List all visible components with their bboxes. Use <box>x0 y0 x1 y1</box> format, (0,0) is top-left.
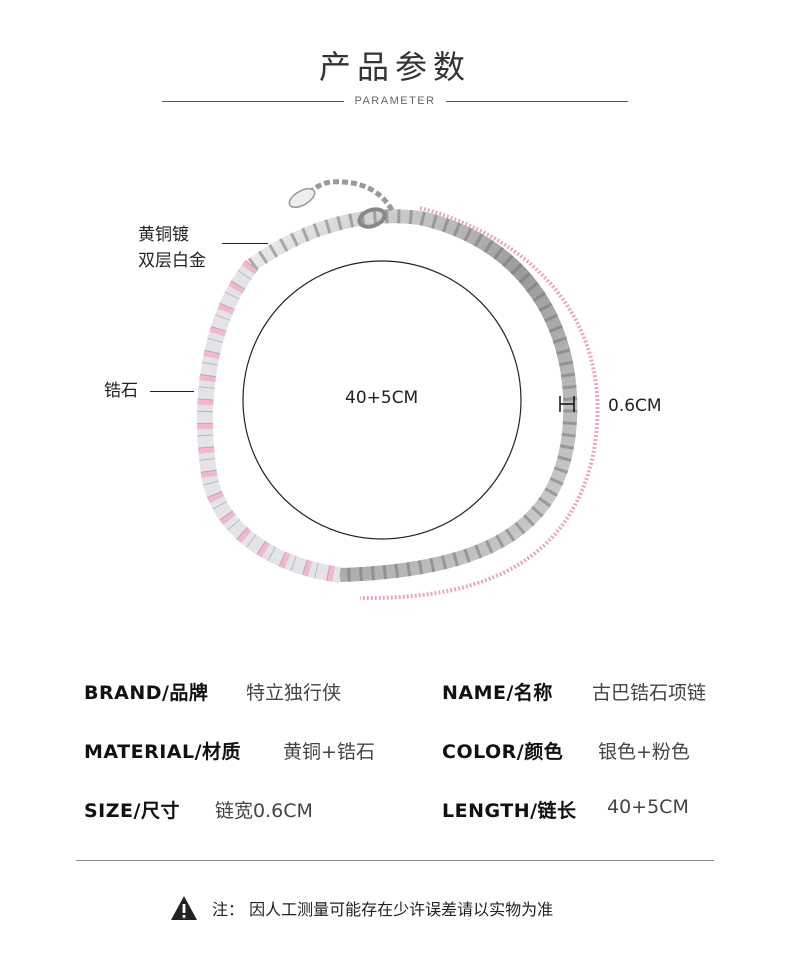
extension-chain <box>308 179 395 212</box>
name-value: 古巴锆石项链 <box>592 682 707 704</box>
footer-divider <box>76 860 714 861</box>
plating-pointer <box>222 243 268 244</box>
pink-tennis-chain <box>359 206 600 601</box>
subtitle: PARAMETER <box>354 95 436 107</box>
stone-label: 锆石 <box>104 381 138 401</box>
necklace-figure <box>197 179 600 601</box>
stone-pointer <box>150 391 194 392</box>
subtitle-right-line <box>445 100 629 102</box>
material-label: MATERIAL/材质 <box>84 741 242 763</box>
subtitle-row: PARAMETER <box>162 92 629 110</box>
cuban-chain-links <box>247 209 578 582</box>
page-title: 产品参数 <box>318 48 471 86</box>
brand-value: 特立独行侠 <box>246 682 342 704</box>
material-value: 黄铜+锆石 <box>283 741 375 763</box>
subtitle-left-line <box>162 100 345 102</box>
size-value: 链宽0.6CM <box>215 800 313 822</box>
circle-length-label: 40+5CM <box>345 388 419 408</box>
plating-label-line1: 黄铜镀 <box>138 225 189 245</box>
length-circle <box>242 260 522 540</box>
plating-label-line2: 双层白金 <box>138 251 206 271</box>
length-label: LENGTH/链长 <box>442 800 577 822</box>
notice-text: 注： 因人工测量可能存在少许误差请以实物为准 <box>212 900 554 919</box>
name-label: NAME/名称 <box>442 682 553 704</box>
chain-width-label: 0.6CM <box>608 396 662 416</box>
brand-label: BRAND/品牌 <box>84 682 209 704</box>
color-label: COLOR/颜色 <box>442 741 564 763</box>
chain-tag <box>288 187 316 209</box>
warning-icon <box>171 896 197 920</box>
color-value: 银色+粉色 <box>598 741 690 763</box>
lobster-clasp <box>357 207 387 229</box>
size-label: SIZE/尺寸 <box>84 800 180 822</box>
zircon-strand <box>197 259 342 583</box>
measurement-notice: 注： 因人工测量可能存在少许误差请以实物为准 <box>170 895 553 921</box>
length-value: 40+5CM <box>607 796 689 818</box>
